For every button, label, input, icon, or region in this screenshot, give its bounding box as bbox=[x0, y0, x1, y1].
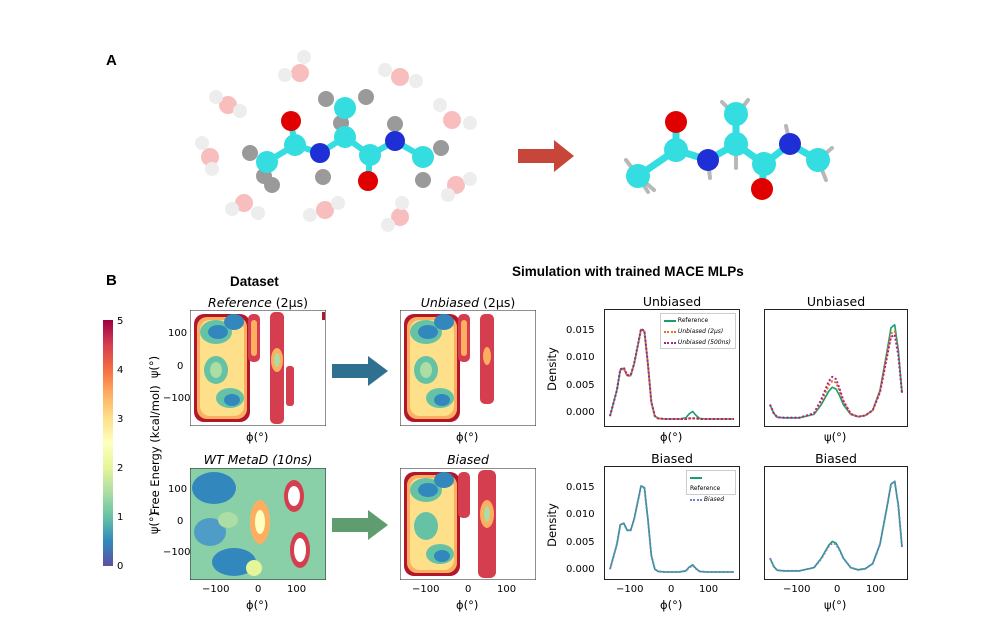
density-ytick: 0.005 bbox=[566, 537, 595, 548]
density-xtick: 0 bbox=[668, 584, 675, 595]
series-line-unbiased-2-s- bbox=[609, 329, 734, 420]
water-molecule bbox=[441, 172, 477, 202]
legend-item: Reference bbox=[664, 315, 732, 326]
density-xlabel-phi: ϕ(°) bbox=[660, 430, 683, 444]
heatmap-reference bbox=[190, 310, 326, 426]
arrow-red-icon bbox=[518, 140, 574, 172]
water-molecule bbox=[278, 50, 311, 82]
density-xlabel-psi: ψ(°) bbox=[824, 598, 847, 612]
colorbar-tick: 4 bbox=[117, 365, 124, 376]
ytick: −100 bbox=[163, 393, 191, 404]
heatmap-biased bbox=[400, 468, 536, 580]
xtick: −100 bbox=[202, 584, 230, 595]
density-ytick: 0.010 bbox=[566, 352, 595, 363]
density-xtick: 100 bbox=[866, 584, 886, 595]
metad-ylabel: ψ(°) bbox=[147, 511, 162, 535]
colorbar-tick: 0 bbox=[117, 561, 124, 572]
density-phi-biased-title: Biased bbox=[651, 451, 693, 466]
plot-frame bbox=[604, 309, 740, 427]
density-ytick: 0.015 bbox=[566, 325, 595, 336]
colorbar-label: Free Energy (kcal/mol) bbox=[148, 385, 162, 515]
series-line-reference bbox=[769, 480, 903, 572]
series-line-unbiased-500ns- bbox=[769, 333, 903, 419]
series-line-unbiased-500ns- bbox=[609, 327, 734, 420]
ytick: 0 bbox=[177, 361, 184, 372]
xtick: 100 bbox=[497, 584, 517, 595]
alanine-dipeptide-vacuum bbox=[624, 98, 834, 200]
metad-xlabel: ϕ(°) bbox=[246, 598, 269, 612]
density-xtick: −100 bbox=[616, 584, 644, 595]
legend-item: Reference bbox=[690, 472, 732, 494]
series-line-biased bbox=[609, 485, 734, 573]
legend-unbiased: Reference Unbiased (2μs) Unbiased (500ns… bbox=[660, 313, 736, 349]
colorbar bbox=[103, 320, 113, 566]
water-molecule bbox=[195, 136, 219, 176]
density-ytick: 0.005 bbox=[566, 380, 595, 391]
xtick: −100 bbox=[412, 584, 440, 595]
water-molecule bbox=[209, 90, 247, 118]
metad-title: WT MetaD (10ns) bbox=[203, 452, 313, 467]
biased-heatmap-xlabel: ϕ(°) bbox=[456, 598, 479, 612]
ytick: 100 bbox=[168, 484, 188, 495]
density-plot-phi-unbiased bbox=[604, 309, 740, 427]
simulation-header: Simulation with trained MACE MLPs bbox=[512, 264, 744, 279]
arrow-green-icon bbox=[332, 510, 388, 540]
unbiased-heatmap-title: Unbiased (2μs) bbox=[420, 295, 516, 310]
xtick: 0 bbox=[255, 584, 262, 595]
ytick: 0 bbox=[177, 516, 184, 527]
density-ytick: 0.010 bbox=[566, 509, 595, 520]
colorbar-tick: 5 bbox=[117, 316, 124, 327]
reference-xlabel: ϕ(°) bbox=[246, 430, 269, 444]
water-molecule bbox=[225, 194, 265, 220]
solvated-alanine-dipeptide bbox=[195, 50, 477, 232]
water-molecule bbox=[303, 196, 345, 222]
density-xlabel-phi: ϕ(°) bbox=[660, 598, 683, 612]
series-line-biased bbox=[769, 480, 903, 572]
plot-frame bbox=[764, 309, 908, 427]
panel-label-b: B bbox=[106, 272, 117, 289]
legend-item: Unbiased (500ns) bbox=[664, 337, 732, 348]
water-molecule bbox=[378, 63, 423, 88]
reference-ylabel: ψ(°) bbox=[147, 355, 162, 379]
series-line-reference bbox=[769, 324, 903, 419]
unbiased-heatmap-xlabel: ϕ(°) bbox=[456, 430, 479, 444]
colorbar-tick: 1 bbox=[117, 512, 124, 523]
colorbar-tick: 2 bbox=[117, 463, 124, 474]
density-xtick: 100 bbox=[699, 584, 719, 595]
density-ylabel: Density bbox=[544, 503, 559, 547]
legend-item: Biased bbox=[690, 494, 732, 505]
density-plot-psi-biased bbox=[764, 466, 908, 580]
density-plot-phi-biased bbox=[604, 466, 740, 580]
heatmap-metad bbox=[190, 468, 326, 580]
colorbar-tick: 3 bbox=[117, 414, 124, 425]
density-xtick: −100 bbox=[783, 584, 811, 595]
plot-frame bbox=[764, 466, 908, 580]
density-plot-psi-unbiased bbox=[764, 309, 908, 427]
legend-item: Unbiased (2μs) bbox=[664, 326, 732, 337]
density-phi-unbiased-title: Unbiased bbox=[642, 294, 702, 309]
water-molecule bbox=[433, 98, 477, 130]
arrow-blue-icon bbox=[332, 356, 388, 386]
density-ylabel: Density bbox=[544, 347, 559, 391]
biased-heatmap-title: Biased bbox=[447, 452, 489, 467]
reference-title: Reference (2μs) bbox=[208, 295, 308, 310]
density-xlabel-psi: ψ(°) bbox=[824, 430, 847, 444]
density-xtick: 0 bbox=[834, 584, 841, 595]
heatmap-unbiased bbox=[400, 310, 536, 426]
panel-label-a: A bbox=[106, 52, 117, 69]
density-psi-biased-title: Biased bbox=[815, 451, 857, 466]
ytick: −100 bbox=[163, 547, 191, 558]
density-ytick: 0.000 bbox=[566, 407, 595, 418]
water-molecule bbox=[381, 196, 409, 232]
dataset-header: Dataset bbox=[230, 274, 279, 289]
plot-frame bbox=[604, 466, 740, 580]
density-ytick: 0.015 bbox=[566, 482, 595, 493]
xtick: 100 bbox=[287, 584, 307, 595]
density-ytick: 0.000 bbox=[566, 564, 595, 575]
xtick: 0 bbox=[465, 584, 472, 595]
legend-biased: Reference Biased bbox=[686, 470, 736, 503]
ytick: 100 bbox=[168, 328, 188, 339]
density-psi-unbiased-title: Unbiased bbox=[806, 294, 866, 309]
